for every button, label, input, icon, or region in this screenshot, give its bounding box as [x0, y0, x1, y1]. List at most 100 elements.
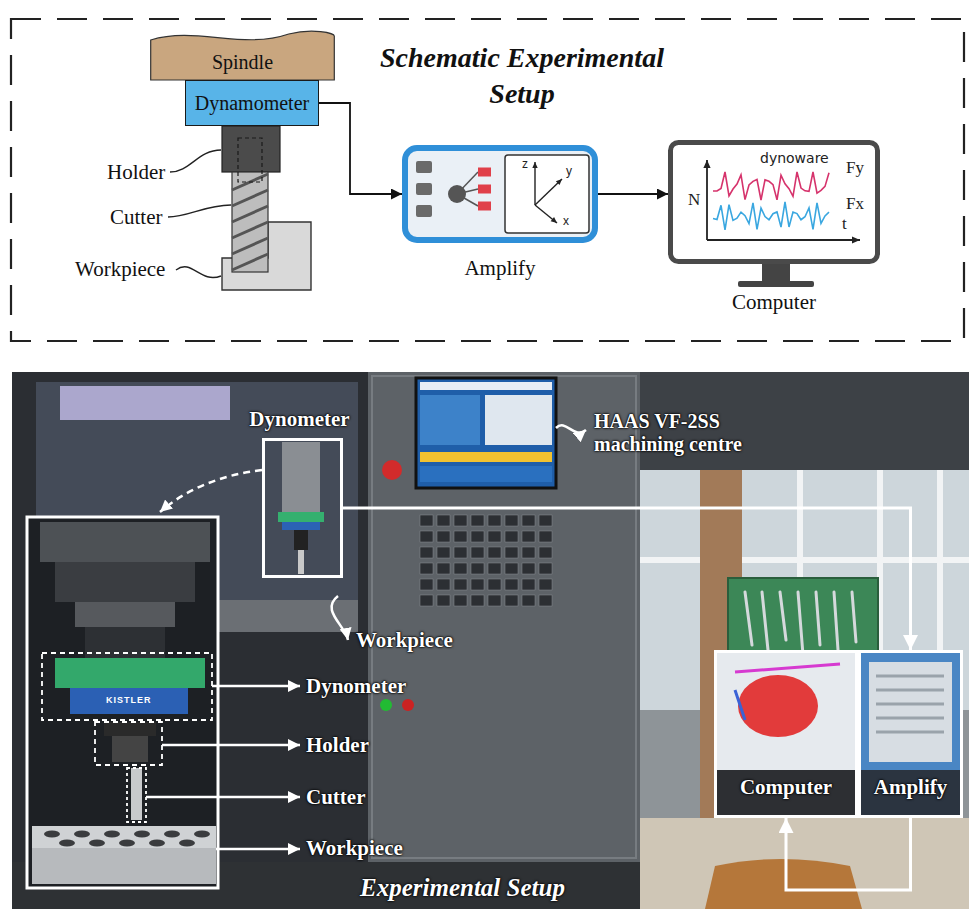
axis-arrow: [706, 160, 708, 240]
callout-label: Dynometer: [306, 674, 406, 699]
shank-outline: [238, 138, 262, 182]
part-label: Workpiece: [75, 257, 165, 282]
axis-arrow: [534, 162, 535, 205]
keypad-key: [471, 579, 484, 590]
close-up-inset: [27, 517, 218, 888]
keypad-key: [488, 563, 501, 574]
end-mill-cutter: [232, 172, 268, 272]
drilled-hole: [59, 840, 75, 847]
amplifier-device-shape: [416, 161, 432, 173]
amplifier-device-shape: [405, 148, 595, 240]
amplifier-device-shape: [478, 202, 491, 211]
laptop-illustration: [717, 653, 855, 770]
photo-callout-box: Amplify: [858, 650, 963, 818]
workshop-background: [12, 372, 969, 909]
spindle-block: Spindle: [150, 28, 335, 80]
device-label: Computer: [668, 290, 880, 315]
drilled-hole: [149, 840, 165, 847]
signal-arrow: [319, 103, 402, 194]
leader-line: [168, 205, 231, 217]
keypad-key: [522, 563, 535, 574]
computer-monitor-shape: [671, 143, 878, 262]
amplifier-device-shape: [402, 145, 598, 243]
device-label: Amplify: [402, 256, 598, 281]
keypad-key: [522, 531, 535, 542]
signal-arrow: [598, 193, 668, 195]
amplifier-device-shape: [478, 185, 491, 194]
control-panel: [380, 699, 392, 711]
machine-enclosure: [12, 372, 368, 909]
close-up-inset: [27, 517, 218, 888]
tool-holder: [222, 126, 280, 172]
drilled-hole: [74, 831, 90, 838]
axis-label: t: [842, 214, 847, 234]
keypad-key: [522, 547, 535, 558]
leader-arrow: [556, 425, 586, 432]
drilled-hole: [134, 831, 150, 838]
control-panel: [382, 460, 402, 480]
end-mill-cutter: [232, 174, 268, 270]
desk-and-chair: [640, 818, 969, 909]
control-panel: [402, 699, 414, 711]
keypad-key: [437, 579, 450, 590]
keypad-key: [437, 515, 450, 526]
axis-arrowhead: [852, 236, 860, 243]
machine-enclosure: [278, 512, 324, 522]
drilled-hole: [194, 831, 210, 838]
keypad-key: [505, 579, 518, 590]
close-up-inset: [75, 602, 175, 627]
keypad-key: [505, 595, 518, 606]
signal-label: Fy: [846, 158, 864, 178]
keypad-key: [505, 563, 518, 574]
keypad-key: [454, 563, 467, 574]
control-panel: [485, 395, 552, 445]
laptop-illustration: [735, 690, 745, 720]
amplifier-illustration: [876, 676, 944, 732]
software-label: dynoware: [760, 150, 829, 166]
keypad-key: [454, 515, 467, 526]
keypad-key: [437, 595, 450, 606]
machine-label: HAAS VF-2SS machining centre: [594, 410, 799, 456]
leader-line: [176, 267, 221, 278]
keypad-key: [471, 563, 484, 574]
axis-arrow: [535, 205, 557, 223]
laptop-illustration: [717, 770, 855, 815]
close-up-inset: [27, 517, 218, 888]
close-up-inset: [55, 658, 205, 688]
figure-caption: Experimental Setup: [360, 874, 565, 902]
close-up-inset: [32, 826, 216, 848]
amplifier-device-shape: [416, 205, 432, 217]
dashed-frame-shape: [11, 19, 964, 341]
monitor-stand: [738, 281, 814, 287]
force-trace: [713, 172, 829, 200]
amplifier-device: Amplify: [402, 145, 598, 243]
keypad-key: [488, 515, 501, 526]
laptop-illustration: [738, 675, 818, 737]
keypad-key: [454, 531, 467, 542]
leader-line: [170, 150, 221, 172]
amplifier-device-shape: [505, 155, 589, 233]
control-panel: [420, 466, 552, 482]
keypad-key: [420, 579, 433, 590]
callout-label: Computer: [717, 775, 855, 800]
block-label: Spindle: [150, 28, 335, 80]
keypad-key: [471, 547, 484, 558]
force-trace: [713, 202, 829, 230]
leader-arrow: [146, 425, 586, 849]
keypad-key: [454, 579, 467, 590]
dynamometer-block: Dynamometer: [185, 80, 319, 126]
machine-enclosure: [298, 550, 304, 574]
keypad-key: [505, 547, 518, 558]
brand-text: KISTLER: [106, 695, 152, 705]
drilled-hole: [44, 831, 60, 838]
drilled-hole: [89, 840, 105, 847]
photo-callout-box: Dynometer: [262, 438, 343, 578]
keypad-key: [471, 515, 484, 526]
keypad-key: [539, 563, 552, 574]
keypad-key: [437, 531, 450, 542]
part-label: Holder: [107, 160, 165, 185]
frame-title: Schematic Experimental Setup: [377, 40, 667, 113]
